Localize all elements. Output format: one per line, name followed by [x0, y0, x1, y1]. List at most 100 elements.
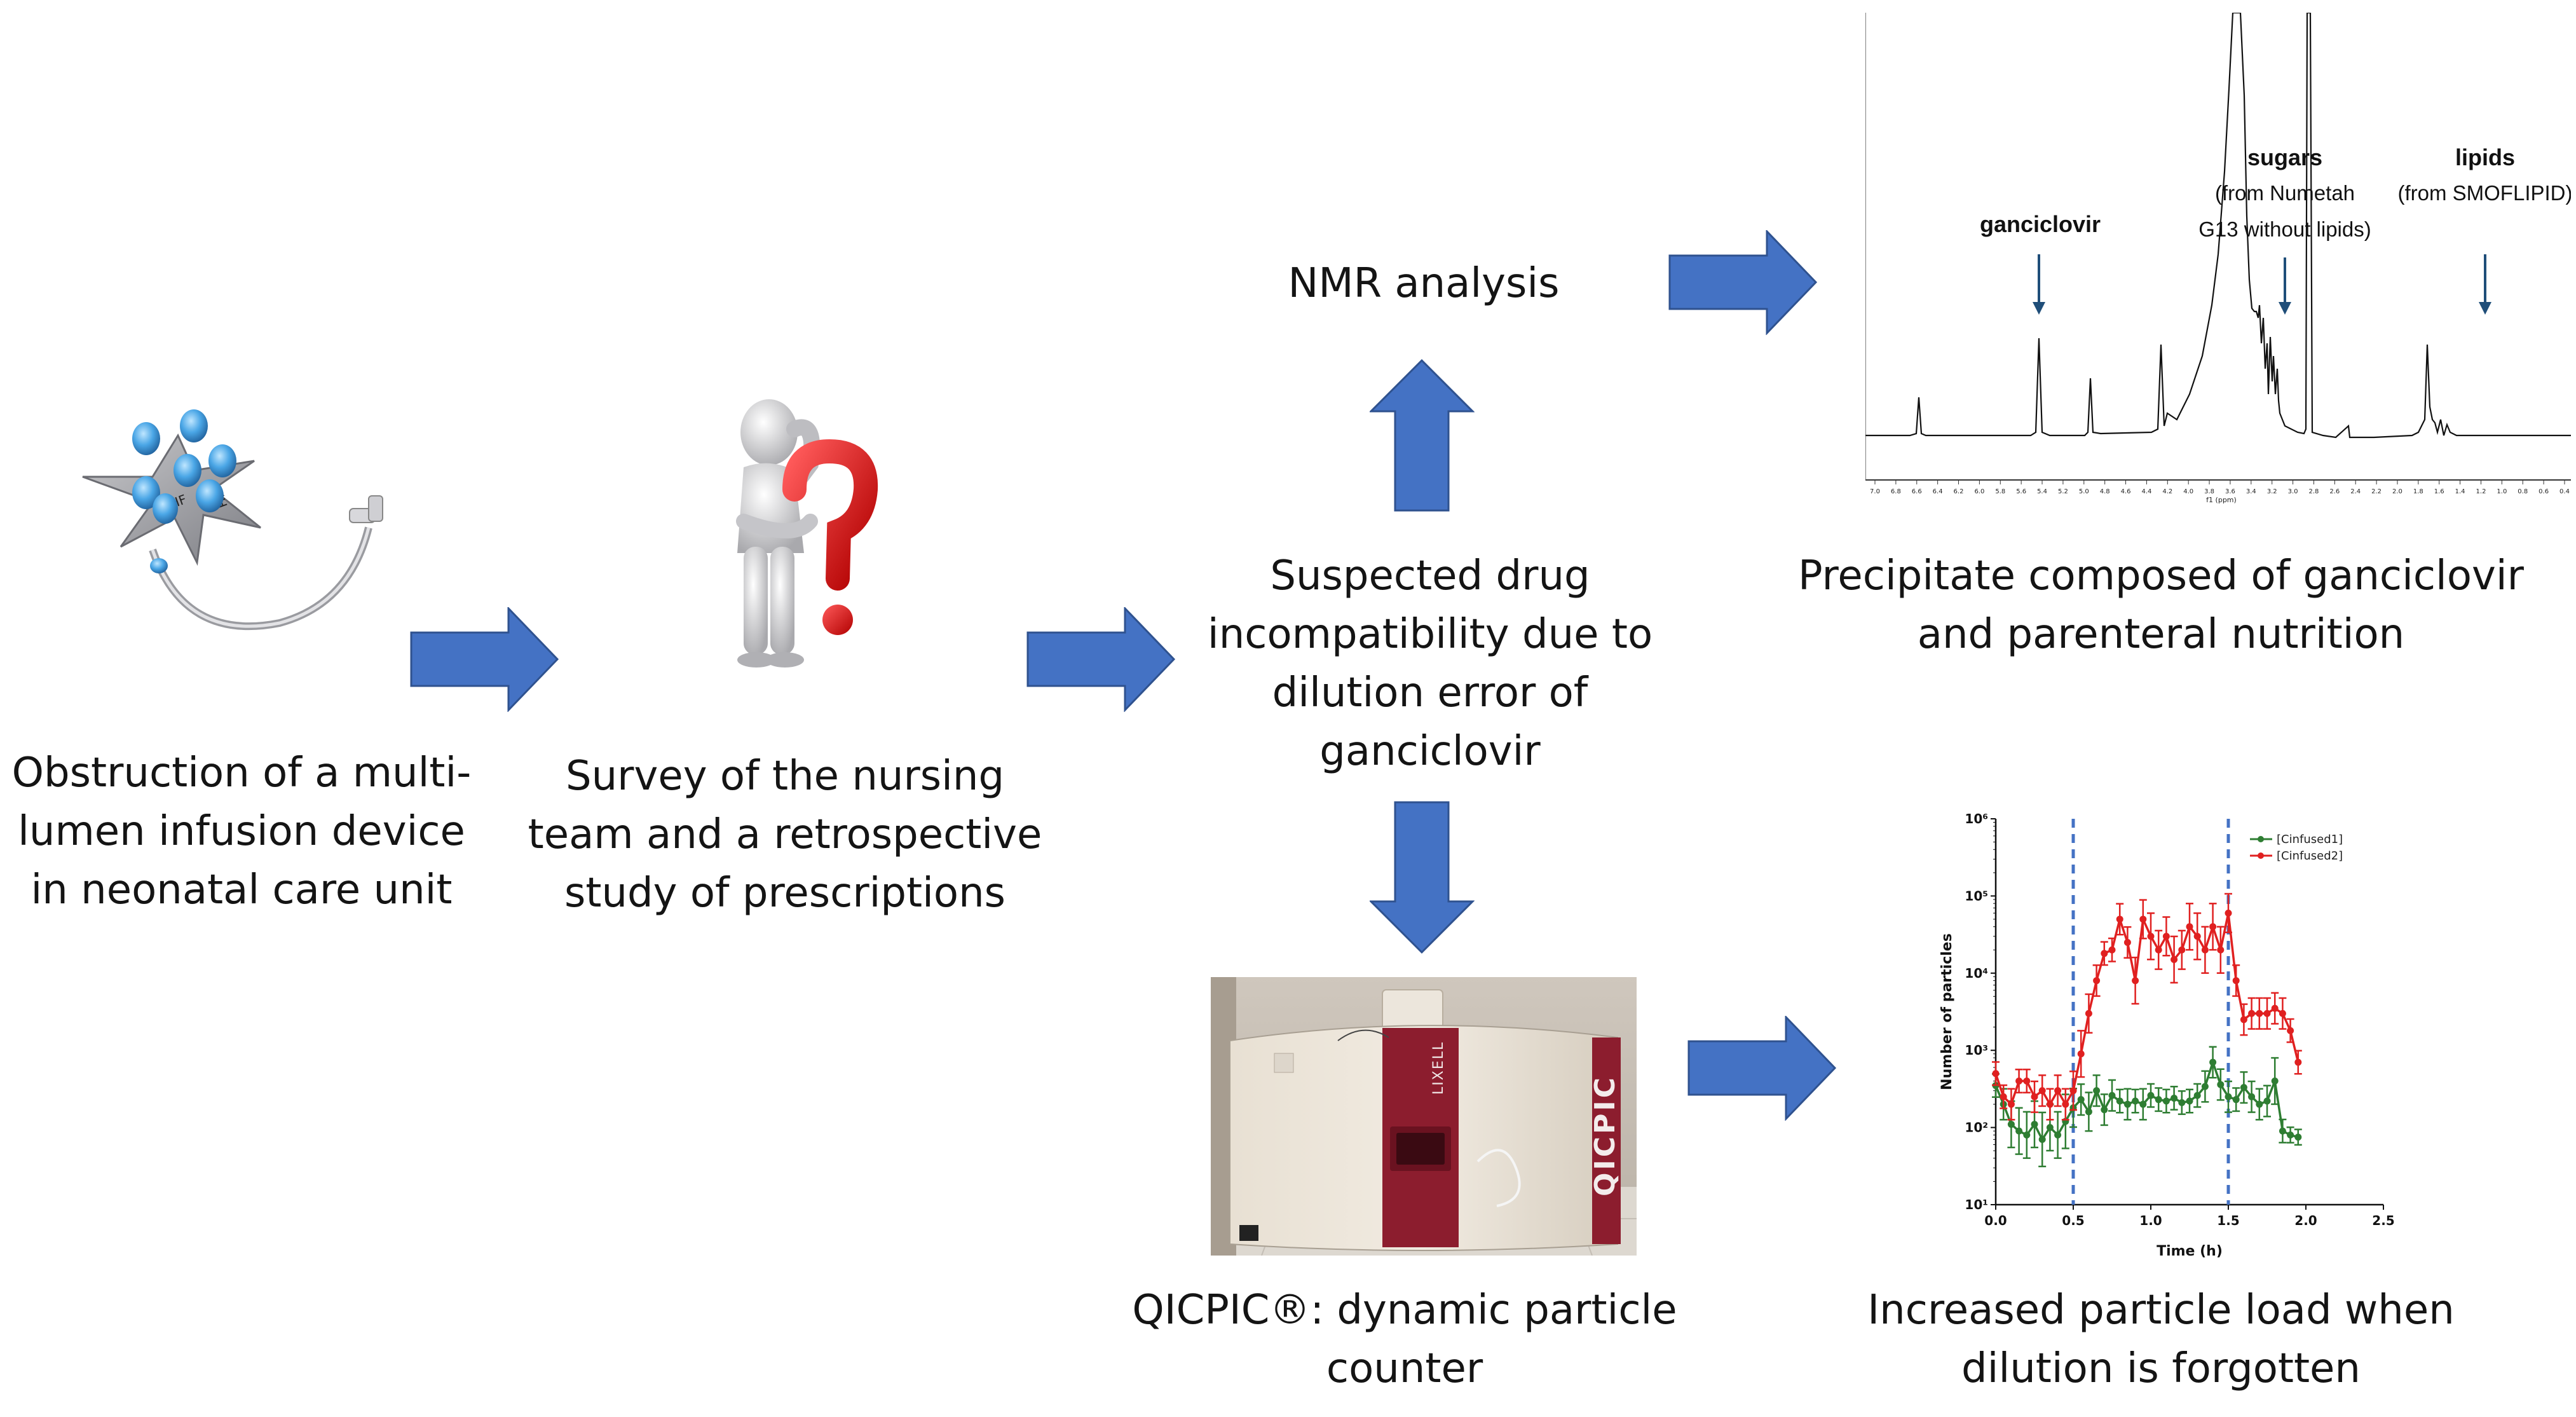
data-point	[2232, 977, 2240, 985]
data-point	[2256, 1100, 2263, 1108]
nmr-tick-label: 2.2	[2371, 488, 2382, 495]
nmr-tick-label: 4.8	[2100, 488, 2110, 495]
data-point	[2294, 1058, 2302, 1066]
data-point	[2031, 1093, 2038, 1100]
nmr-label-sugars: sugars	[2247, 144, 2322, 170]
y-tick-label: 10⁴	[1965, 966, 1988, 981]
nmr-tick-label: 6.0	[1974, 488, 1984, 495]
data-point	[2116, 915, 2123, 923]
data-point	[2139, 915, 2147, 923]
nmr-tick-label: 6.8	[1891, 488, 1901, 495]
svg-text:QICPIC: QICPIC	[1589, 1075, 1621, 1196]
qicpic-label: QICPIC	[1589, 1075, 1621, 1196]
data-point	[2263, 1097, 2271, 1105]
arrow-down	[1370, 801, 1475, 954]
data-point	[2062, 1100, 2069, 1108]
data-point	[2248, 1010, 2256, 1017]
data-point	[2201, 1083, 2209, 1090]
data-point	[2123, 1100, 2131, 1108]
x-axis-label: Time (h)	[2157, 1243, 2223, 1259]
nmr-tick-label: 2.4	[2350, 488, 2361, 495]
data-point	[2101, 950, 2108, 957]
data-point	[2171, 955, 2178, 963]
data-point	[2085, 1010, 2092, 1017]
x-tick-label: 1.5	[2217, 1213, 2239, 1228]
nmr-lipids-note: (from SMOFLIPID)	[2397, 181, 2571, 205]
nmr-tick-label: 1.0	[2497, 488, 2507, 495]
legend-marker	[2258, 836, 2264, 842]
nmr-tick-label: 3.0	[2288, 488, 2298, 495]
nmr-tick-label: 6.4	[1933, 488, 1943, 495]
data-point	[2279, 1127, 2286, 1135]
nmr-sugars-note-1: (from Numetah	[2215, 181, 2355, 205]
nmr-tick-label: 5.4	[2037, 488, 2047, 495]
thinking-figure-question-image	[699, 394, 883, 674]
data-point	[2038, 1087, 2046, 1095]
y-tick-label: 10⁶	[1965, 811, 1988, 826]
series-line-1	[1994, 1058, 2299, 1142]
data-point	[2209, 923, 2217, 931]
y-axis-label: Number of particles	[1939, 933, 1955, 1090]
data-point	[2069, 1087, 2077, 1095]
data-point	[2178, 946, 2186, 954]
nmr-tick-label: 6.6	[1912, 488, 1922, 495]
data-point	[2108, 946, 2116, 954]
legend-marker	[2258, 852, 2264, 859]
data-point	[2193, 1092, 2201, 1099]
nmr-tick-label: 1.2	[2476, 488, 2486, 495]
x-tick-label: 2.5	[2372, 1213, 2394, 1228]
data-point	[2155, 1096, 2162, 1104]
arrow-right-1	[410, 607, 559, 712]
arrow-right-2	[1026, 607, 1176, 712]
data-point	[2162, 1097, 2170, 1105]
caption-particles: Increased particle load when dilution is…	[1867, 1287, 2455, 1392]
data-point	[2147, 933, 2155, 940]
data-point	[2271, 1078, 2279, 1085]
nmr-tick-label: 6.2	[1954, 488, 1964, 495]
data-point	[2186, 923, 2193, 931]
data-point	[2132, 1097, 2139, 1105]
data-point	[2054, 1087, 2062, 1095]
nmr-tick-label: 2.6	[2329, 488, 2340, 495]
data-point	[2147, 1092, 2155, 1099]
nmr-tick-label: 1.8	[2413, 488, 2423, 495]
data-point	[2015, 1127, 2023, 1135]
nmr-tick-label: 5.6	[2016, 488, 2026, 495]
data-point	[2209, 1058, 2217, 1066]
nmr-sugars-note-2: G13 without lipids)	[2198, 217, 2371, 241]
y-tick-label: 10³	[1965, 1043, 1988, 1058]
legend-label: [Cinfused2]	[2277, 849, 2343, 863]
data-point	[2178, 1099, 2186, 1106]
arrow-sugars	[2279, 257, 2291, 315]
caption-obstruction: Obstruction of a multi- lumen infusion d…	[11, 750, 472, 914]
nmr-tick-label: 0.6	[2539, 488, 2549, 495]
data-point	[2093, 1087, 2101, 1095]
y-tick-label: 10⁵	[1965, 888, 1988, 903]
nmr-tick-label: 2.0	[2392, 488, 2402, 495]
nmr-tick-label: 0.4	[2559, 488, 2570, 495]
arrow-ganciclovir	[2033, 254, 2045, 315]
data-point	[2232, 1096, 2240, 1104]
nmr-tick-label: 5.8	[1995, 488, 2005, 495]
data-point	[2023, 1131, 2031, 1139]
data-point	[2279, 1010, 2286, 1017]
data-point	[2287, 1027, 2294, 1034]
data-point	[2132, 977, 2139, 985]
data-point	[2162, 933, 2170, 940]
series-line-2	[1994, 912, 2300, 1107]
data-point	[2256, 1010, 2263, 1017]
nmr-tick-label: 4.4	[2141, 488, 2151, 495]
x-tick-label: 1.0	[2139, 1213, 2162, 1228]
data-point	[2271, 1004, 2279, 1012]
data-point	[2031, 1121, 2038, 1128]
nmr-tick-label: 3.2	[2267, 488, 2277, 495]
data-point	[2015, 1078, 2023, 1085]
nmr-tick-label: 5.2	[2058, 488, 2068, 495]
data-point	[2023, 1078, 2031, 1085]
y-tick-label: 10²	[1965, 1120, 1988, 1135]
data-point	[2123, 938, 2131, 946]
nmr-trace	[1865, 11, 2571, 439]
